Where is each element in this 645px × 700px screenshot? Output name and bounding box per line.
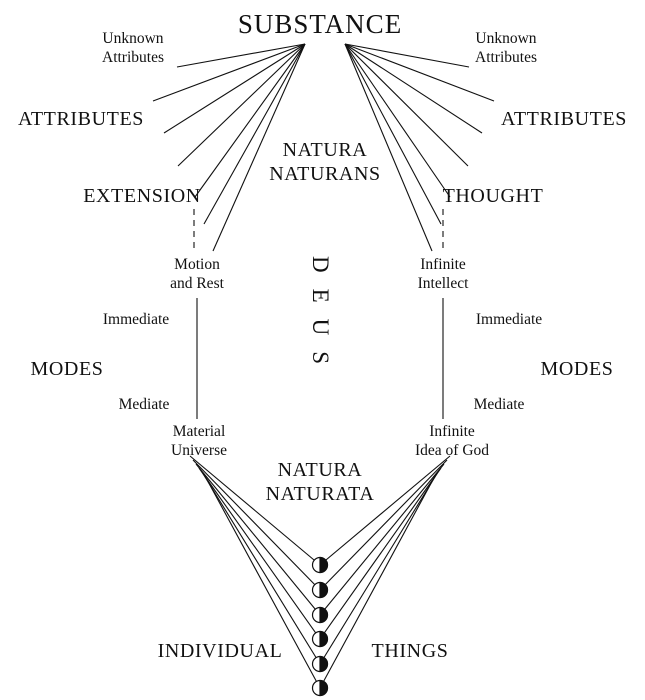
modes-right-label: MODES xyxy=(540,358,614,380)
natura-naturata-label: NATURA NATURATA xyxy=(265,459,375,506)
unknown-attributes-left-label: Unknown Attributes xyxy=(102,30,164,66)
deus-label: DEUS xyxy=(308,255,333,381)
natura-naturans-label: NATURA NATURANS xyxy=(269,139,381,186)
extension-label: EXTENSION xyxy=(83,185,201,207)
immediate-right-label: Immediate xyxy=(475,311,543,328)
attributes-right-label: ATTRIBUTES xyxy=(501,108,627,130)
mediate-right-label: Mediate xyxy=(473,396,525,413)
individual-things-fan-left xyxy=(189,455,321,689)
individual-label: INDIVIDUAL xyxy=(157,640,283,662)
thing-node xyxy=(311,630,329,648)
substance-fan-right xyxy=(344,43,495,252)
immediate-left-label: Immediate xyxy=(102,311,170,328)
thing-node xyxy=(311,655,329,673)
unknown-attributes-right-label: Unknown Attributes xyxy=(475,30,537,66)
attributes-left-label: ATTRIBUTES xyxy=(18,108,144,130)
infinite-idea-of-god-label: Infinite Idea of God xyxy=(414,423,490,459)
infinite-intellect-label: Infinite Intellect xyxy=(417,256,469,292)
mediate-left-label: Mediate xyxy=(118,396,170,413)
thought-label: THOUGHT xyxy=(442,185,544,207)
thing-node xyxy=(311,581,329,599)
thing-node xyxy=(311,679,329,697)
individual-things-fan-right xyxy=(319,455,451,689)
individual-thing-nodes xyxy=(311,556,329,697)
thing-node xyxy=(311,606,329,624)
substance-fan-left xyxy=(152,43,306,252)
things-label: THINGS xyxy=(371,640,449,662)
substance-label: SUBSTANCE xyxy=(237,9,403,39)
modes-left-label: MODES xyxy=(30,358,104,380)
motion-and-rest-label: Motion and Rest xyxy=(170,256,224,292)
thing-node xyxy=(311,556,329,574)
material-universe-label: Material Universe xyxy=(171,423,227,459)
